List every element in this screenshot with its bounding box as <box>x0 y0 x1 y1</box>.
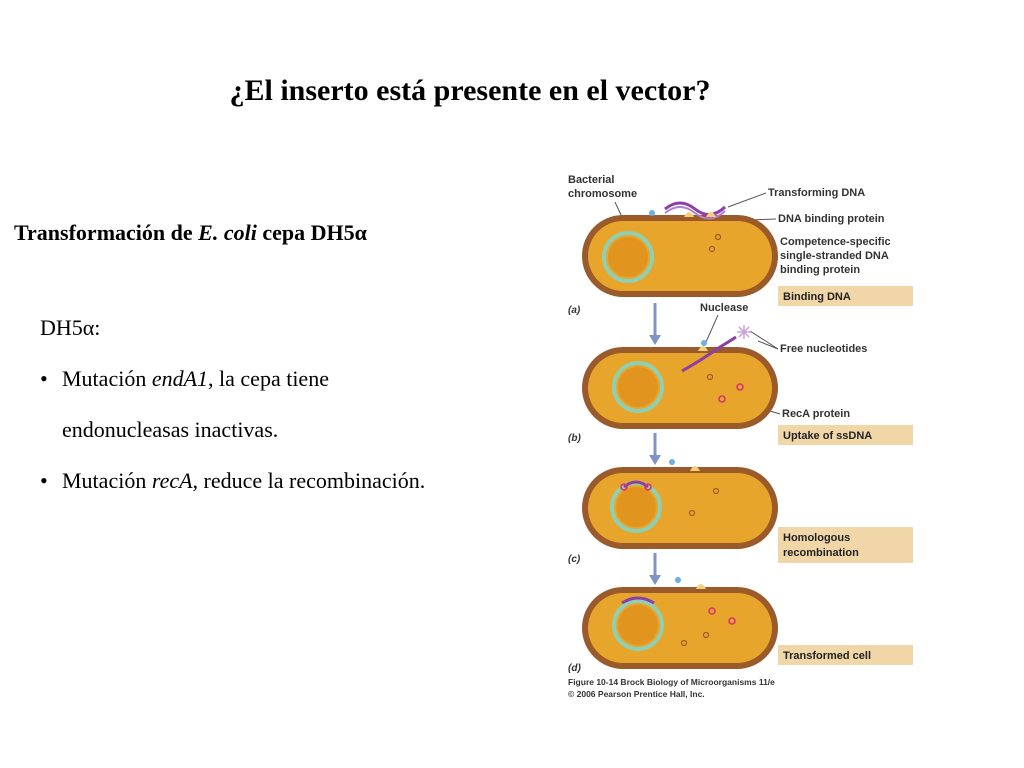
leader-nucleotides-b <box>757 340 779 350</box>
leader-transforming <box>727 192 767 208</box>
strain-description: DH5α: • Mutación endA1, la cepa tiene en… <box>40 302 460 506</box>
bullet-reca: • Mutación recA, reduce la recombinación… <box>40 455 460 506</box>
subtitle-prefix: Transformación de <box>14 220 199 245</box>
figure-caption-1: Figure 10-14 Brock Biology of Microorgan… <box>568 677 775 687</box>
label-competence-3: binding protein <box>780 264 860 276</box>
step-box-b <box>778 425 913 445</box>
binding-protein <box>690 466 700 471</box>
label-reca-protein: RecA protein <box>782 408 850 420</box>
bullet-prefix: Mutación <box>62 468 152 493</box>
binding-protein-1 <box>684 212 694 217</box>
label-competence-2: single-stranded DNA <box>780 250 889 262</box>
step-arrow-head <box>649 575 661 585</box>
competence-protein <box>714 233 722 241</box>
competence-protein <box>706 373 714 381</box>
reca-protein-dot <box>644 483 652 491</box>
cell-b <box>582 325 778 429</box>
step-a-label: Binding DNA <box>783 291 851 303</box>
cell-d <box>582 577 778 669</box>
competence-protein <box>712 487 720 495</box>
bullet-text: Mutación recA, reduce la recombinación. <box>62 455 460 506</box>
cell-c <box>582 459 778 549</box>
competence-protein <box>680 639 688 647</box>
competence-protein <box>688 509 696 517</box>
transforming-dna-strand <box>664 201 727 216</box>
chromosome-core <box>618 367 658 407</box>
figure-caption-2: © 2006 Pearson Prentice Hall, Inc. <box>568 689 705 699</box>
chromosome-ring <box>612 361 664 413</box>
bullet-marker: • <box>40 366 48 391</box>
leader-nuclease <box>705 314 719 343</box>
step-box-c <box>778 527 913 563</box>
chromosome-core <box>608 237 648 277</box>
bullet-enda1: • Mutación endA1, la cepa tiene endonucl… <box>40 353 460 455</box>
step-box-a <box>778 286 913 306</box>
nuclease-dot <box>669 459 675 465</box>
label-bacterial-1: Bacterial <box>568 174 614 186</box>
reca-protein-dot <box>736 383 744 391</box>
slide-title: ¿El inserto está presente en el vector? <box>229 74 711 107</box>
transformation-diagram: Bacterial chromosome Transforming DNA DN… <box>568 174 913 699</box>
reca-protein-dot <box>708 607 716 615</box>
bullet-suffix: reduce la recombinación. <box>198 468 426 493</box>
panel-label-a: (a) <box>568 305 581 316</box>
label-free-nucleotides: Free nucleotides <box>780 343 867 355</box>
reca-protein-dot <box>620 483 628 491</box>
reca-protein-dot <box>728 617 736 625</box>
cytoplasm <box>588 473 772 543</box>
bullet-gene: endA1 <box>151 366 209 391</box>
step-c-label-2: recombination <box>783 547 859 559</box>
subtitle-suffix: cepa DH5α <box>256 220 367 245</box>
panel-label-b: (b) <box>568 433 581 444</box>
transforming-dna-strand-2 <box>664 206 726 220</box>
strain-heading: DH5α: <box>40 315 101 340</box>
step-box-d <box>778 645 913 665</box>
nuclease-dot <box>675 577 681 583</box>
step-arrow-head <box>649 455 661 465</box>
integrated-dna <box>621 596 655 605</box>
nuclease-dot <box>649 210 655 216</box>
slide-subtitle: Transformación de E. coli cepa DH5α <box>14 220 367 246</box>
chromosome-core <box>618 605 658 645</box>
label-transforming-dna: Transforming DNA <box>768 187 865 199</box>
competence-protein <box>708 245 716 253</box>
label-bacterial-2: chromosome <box>568 188 637 200</box>
step-b-label: Uptake of ssDNA <box>783 430 872 442</box>
step-c-label-1: Homologous <box>783 532 850 544</box>
leader-nucleotides-a <box>749 330 779 350</box>
bullet-prefix: Mutación <box>62 366 152 391</box>
label-competence-1: Competence-specific <box>780 236 891 248</box>
bullet-suffix: , la cepa tiene endonucleasas inactivas. <box>62 366 329 442</box>
chromosome-ring <box>612 599 664 651</box>
transformation-figure: Bacterial chromosome Transforming DNA DN… <box>560 165 920 705</box>
cell-a <box>582 201 778 297</box>
bullet-gene: recA, <box>151 468 199 493</box>
bullet-marker: • <box>40 468 48 493</box>
label-nuclease: Nuclease <box>700 302 748 314</box>
panel-label-d: (d) <box>568 663 581 674</box>
bullet-text: Mutación endA1, la cepa tiene endonuclea… <box>62 353 460 455</box>
free-nucleotides-burst <box>737 325 751 339</box>
chromosome-ring <box>602 231 654 283</box>
step-arrow-head <box>649 335 661 345</box>
chromosome-core <box>616 487 656 527</box>
reca-protein-dot <box>718 395 726 403</box>
binding-protein <box>696 584 706 589</box>
label-dna-binding-protein: DNA binding protein <box>778 213 885 225</box>
ssdna-strand <box>681 335 737 373</box>
nuclease-dot <box>701 340 707 346</box>
binding-protein-2 <box>706 212 716 217</box>
panel-label-c: (c) <box>568 554 581 565</box>
binding-protein <box>698 346 708 351</box>
competence-protein <box>702 631 710 639</box>
subtitle-species: E. coli <box>198 220 257 245</box>
step-d-label: Transformed cell <box>783 650 871 662</box>
